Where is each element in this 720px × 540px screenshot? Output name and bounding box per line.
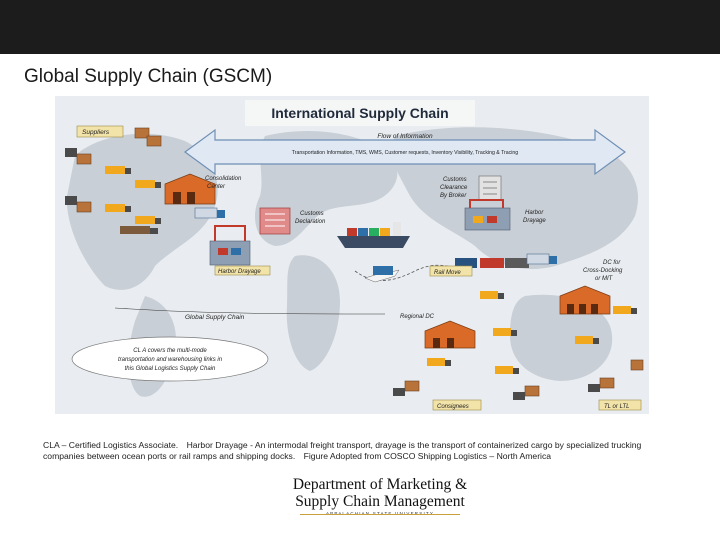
customs-clearance-document-icon xyxy=(478,175,502,201)
information-flow-arrow xyxy=(183,128,627,176)
customs-declaration-document-icon xyxy=(259,207,291,235)
regional-warehouse-icons xyxy=(424,285,611,349)
consolidation-center-label-line1: Consolidation xyxy=(205,176,242,182)
tl-ltl-label: TL or LTL xyxy=(604,404,629,410)
logo-rule xyxy=(300,514,460,515)
dc-cross-dock-label-line3: or MIT xyxy=(595,276,614,282)
logo-line2: Supply Chain Management xyxy=(295,493,465,510)
harbor-drayage-left-box xyxy=(214,265,271,276)
harbor-drayage-right-label-line2: Drayage xyxy=(523,218,546,224)
slide-title: Global Supply Chain (GSCM) xyxy=(24,66,273,87)
harbor-drayage-left-label: Harbor Drayage xyxy=(218,269,261,275)
supplier-boxes xyxy=(65,127,162,213)
harbor-crane-icon-right xyxy=(464,199,511,231)
supply-chain-illustration: International Supply Chain Flow of Infor… xyxy=(55,96,649,414)
caption-source: Figure Adopted from COSCO Shipping Logis… xyxy=(303,451,552,461)
harbor-crane-icon-left xyxy=(209,225,251,266)
global-supply-chain-line xyxy=(114,307,386,315)
dc-cross-dock-label-line1: DC for xyxy=(603,260,621,266)
tl-ltl-box xyxy=(598,399,642,411)
dc-cross-dock-label-line2: Cross-Docking xyxy=(583,268,623,274)
cl-note-bubble xyxy=(71,336,269,382)
harbor-drayage-right-label-line1: Harbor xyxy=(525,210,544,216)
top-bar xyxy=(0,0,720,54)
figure-heading: International Supply Chain xyxy=(271,105,448,121)
customs-declaration-label-line2: Declaration xyxy=(295,219,326,225)
consignees-box xyxy=(432,399,482,411)
info-detail-label: Transportation Information, TMS, WMS, Cu… xyxy=(292,150,519,156)
heading-backdrop xyxy=(245,100,475,126)
truck-icons-central xyxy=(120,207,225,234)
caption-cla: CLA – Certified Logistics Associate. xyxy=(43,440,179,450)
consolidation-warehouse-icon xyxy=(164,173,216,205)
rail-move-box xyxy=(429,265,473,277)
consolidation-center-label-line2: Center xyxy=(207,184,226,190)
delivery-truck-icons xyxy=(427,291,637,374)
logo-university: APPALACHIAN STATE UNIVERSITY xyxy=(280,510,480,518)
customs-clearance-label-line3: By Broker xyxy=(440,193,467,199)
logo-line1: Department of Marketing & xyxy=(292,476,468,493)
customs-clearance-label-line2: Clearance xyxy=(440,185,468,191)
container-ship-icon xyxy=(337,222,410,248)
dc-truck-icon xyxy=(526,253,557,265)
suppliers-label-box xyxy=(76,125,124,138)
rail-train-icon xyxy=(455,258,529,268)
consignee-boxes xyxy=(393,359,644,400)
cargo-truck-icon-center xyxy=(373,266,393,275)
global-supply-chain-label: Global Supply Chain xyxy=(185,314,245,321)
customs-clearance-label-line1: Customs xyxy=(443,177,467,183)
suppliers-label: Suppliers xyxy=(82,129,110,136)
rail-move-label: Rail Move xyxy=(434,270,461,276)
cl-note-line2: transportation and warehousing links in xyxy=(118,357,223,363)
consignees-label: Consignees xyxy=(437,404,469,410)
flow-of-information-label: Flow of Information xyxy=(377,133,433,140)
regional-dc-label: Regional DC xyxy=(400,314,435,320)
department-logo: Department of Marketing & Supply Chain M… xyxy=(280,476,480,524)
truck-icons-west xyxy=(105,166,161,224)
cl-note-line1: CL A covers the multi-mode xyxy=(133,348,207,354)
figure-caption: CLA – Certified Logistics Associate. Har… xyxy=(43,440,673,462)
customs-declaration-label-line1: Customs xyxy=(300,211,324,217)
caption-harbor-drayage: Harbor Drayage - An intermodal freight t… xyxy=(43,440,642,461)
supply-chain-figure: International Supply Chain Flow of Infor… xyxy=(55,96,649,414)
cl-note-line3: this Global Logistics Supply Chain xyxy=(125,366,216,372)
